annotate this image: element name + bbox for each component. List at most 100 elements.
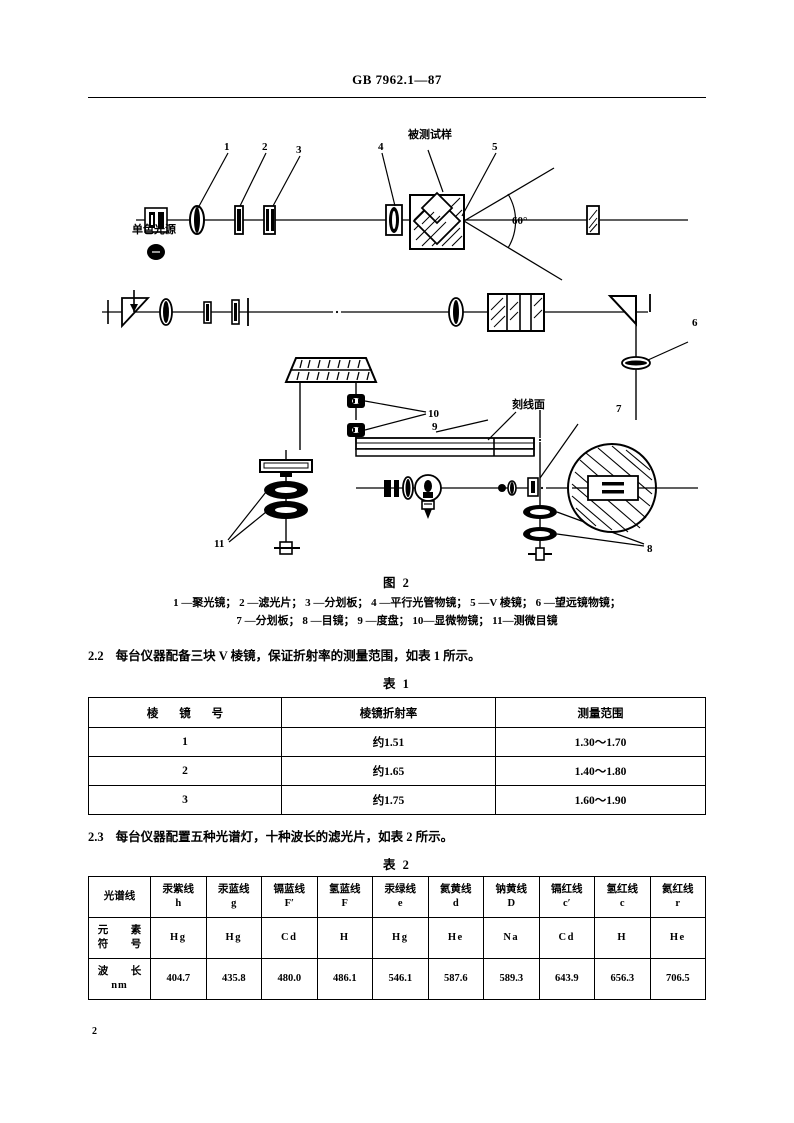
table-2-c4-wavelength: 546.1 xyxy=(372,958,429,1000)
figure-callout-6: 6 xyxy=(692,317,698,329)
table-row: 3 约1.75 1.60～1.90 xyxy=(88,785,706,815)
table-2-c5-wavelength: 587.6 xyxy=(427,958,484,1000)
table-2-label-element-symbol: 元 素 符 号 xyxy=(88,917,151,959)
figure-label-angle: 60° xyxy=(512,215,527,227)
table-1: 棱 镜 号 棱镜折射率 测量范围 1 约1.51 1.30～1.70 2 约1.… xyxy=(88,697,706,815)
table-2-c2-sym: F′ xyxy=(284,898,294,909)
table-1-header-row: 棱 镜 号 棱镜折射率 测量范围 xyxy=(88,697,706,728)
table-2-col-9-name: 氦红线 r xyxy=(649,876,706,918)
table-2-row-element-symbol: 元 素 符 号 Hg Hg Cd H Hg He Na Cd H He xyxy=(88,917,706,959)
table-1-header-refractive-index: 棱镜折射率 xyxy=(281,697,496,728)
table-2: 光谱线 汞紫线 h 汞蓝线 g 镉蓝线 F′ xyxy=(88,876,706,1000)
table-2-col-0-name: 汞紫线 h xyxy=(150,876,207,918)
table-2-title: 表 2 xyxy=(383,858,411,872)
table-2-c9-name: 氦红线 xyxy=(662,883,694,895)
table-2-label-wavelength-l2: nm xyxy=(111,980,128,991)
figure-callout-5: 5 xyxy=(492,141,498,153)
table-row: 2 约1.65 1.40～1.80 xyxy=(88,756,706,786)
table-2-c9-element: He xyxy=(649,917,706,959)
table-2-c5-name: 氦黄线 xyxy=(440,883,472,895)
table-1-r2-c0: 3 xyxy=(88,785,282,815)
figure-label-light-source: 单色光源 xyxy=(132,222,176,236)
figure-legend-line-2: 7 —分划板； 8 —目镜； 9 —度盘； 10—显微物镜； 11—测微目镜 xyxy=(236,615,558,628)
table-2-label-element-l2: 符 号 xyxy=(97,939,148,950)
figure-label-scribed-surface: 刻线面 xyxy=(512,397,545,411)
table-2-c4-name: 汞绿线 xyxy=(384,883,417,895)
table-2-col-6-name: 钠黄线 D xyxy=(483,876,540,918)
table-2-c3-name: 氢蓝线 xyxy=(329,883,361,895)
figure-2-diagram: 1 2 3 4 5 6 7 8 9 10 11 被测试样 单色光源 60° 刻线… xyxy=(88,120,706,565)
table-2-c0-name: 汞紫线 xyxy=(162,883,195,895)
figure-callout-7: 7 xyxy=(616,403,622,415)
table-2-col-1-name: 汞蓝线 g xyxy=(205,876,262,918)
table-2-label-wavelength-l1: 波 长 xyxy=(97,965,148,977)
table-2-c8-wavelength: 656.3 xyxy=(594,958,651,1000)
table-2-c2-wavelength: 480.0 xyxy=(261,958,318,1000)
table-2-col-3-name: 氢蓝线 F xyxy=(316,876,373,918)
table-2-col-8-name: 氢红线 c xyxy=(594,876,651,918)
table-2-c0-element: Hg xyxy=(150,917,207,959)
clause-2-3: 2.3 每台仪器配置五种光谱灯，十种波长的滤光片，如表 2 所示。 xyxy=(88,826,706,845)
table-2-c8-sym: c xyxy=(619,898,625,909)
table-2-c9-sym: r xyxy=(675,898,681,909)
clause-2-3-number: 2.3 xyxy=(88,830,104,844)
table-2-c6-wavelength: 589.3 xyxy=(483,958,540,1000)
table-2-c2-element: Cd xyxy=(261,917,318,959)
figure-legend-line-1: 1 —聚光镜； 2 —滤光片； 3 —分划板； 4 —平行光管物镜； 5 —V … xyxy=(173,597,621,609)
table-2-c5-sym: d xyxy=(452,898,459,909)
figure-caption: 图 2 xyxy=(383,576,411,590)
clause-2-2-text: 每台仪器配备三块 V 棱镜，保证折射率的测量范围，如表 1 所示。 xyxy=(115,649,481,663)
figure-callout-1: 1 xyxy=(224,141,230,153)
standard-number: GB 7962.1—87 xyxy=(352,72,442,87)
table-2-c1-wavelength: 435.8 xyxy=(205,958,262,1000)
clause-2-3-text: 每台仪器配置五种光谱灯，十种波长的滤光片，如表 2 所示。 xyxy=(115,830,454,844)
figure-callout-2: 2 xyxy=(262,141,268,153)
figure-callout-10: 10 xyxy=(428,408,440,420)
table-2-c9-wavelength: 706.5 xyxy=(649,958,706,1000)
table-1-r1-c0: 2 xyxy=(88,756,282,786)
table-2-c0-wavelength: 404.7 xyxy=(150,958,207,1000)
table-row: 1 约1.51 1.30～1.70 xyxy=(88,727,706,757)
table-1-title: 表 1 xyxy=(383,677,411,691)
table-2-c6-name: 钠黄线 xyxy=(495,883,528,895)
figure-callout-3: 3 xyxy=(296,144,302,156)
table-2-c8-element: H xyxy=(594,917,651,959)
table-2-c6-sym: D xyxy=(507,898,516,909)
table-2-c4-sym: e xyxy=(397,898,403,909)
table-2-col-7-name: 镉红线 c′ xyxy=(538,876,595,918)
table-2-c0-sym: h xyxy=(175,898,182,909)
table-2-c7-element: Cd xyxy=(538,917,595,959)
table-2-label-wavelength: 波 长 nm xyxy=(88,958,151,1000)
table-2-row-spectral-line: 光谱线 汞紫线 h 汞蓝线 g 镉蓝线 F′ xyxy=(88,876,706,918)
table-2-col-5-name: 氦黄线 d xyxy=(427,876,484,918)
table-1-r2-c1: 约1.75 xyxy=(281,785,496,815)
header-divider xyxy=(88,97,706,98)
table-2-c1-sym: g xyxy=(231,898,237,909)
table-2-c3-sym: F xyxy=(341,898,348,909)
table-2-c5-element: He xyxy=(427,917,484,959)
table-1-header-prism-no: 棱 镜 号 xyxy=(146,707,233,720)
figure-legend: 1 —聚光镜； 2 —滤光片； 3 —分划板； 4 —平行光管物镜； 5 —V … xyxy=(88,594,706,630)
table-2-c1-name: 汞蓝线 xyxy=(218,883,250,895)
figure-callout-9: 9 xyxy=(432,421,438,433)
table-2-c1-element: Hg xyxy=(205,917,262,959)
table-1-r1-c1: 约1.65 xyxy=(281,756,496,786)
table-2-c3-element: H xyxy=(316,917,373,959)
table-2-c7-wavelength: 643.9 xyxy=(538,958,595,1000)
figure-label-test-sample: 被测试样 xyxy=(408,127,452,141)
table-2-c3-wavelength: 486.1 xyxy=(316,958,373,1000)
table-2-col-4-name: 汞绿线 e xyxy=(372,876,429,918)
table-2-c7-name: 镉红线 xyxy=(551,883,583,895)
table-2-label-spectral-line: 光谱线 xyxy=(88,876,151,918)
figure-callout-11: 11 xyxy=(214,538,224,550)
table-1-r2-c2: 1.60～1.90 xyxy=(495,785,706,815)
table-2-c8-name: 氢红线 xyxy=(606,883,639,895)
table-2-c6-element: Na xyxy=(483,917,540,959)
table-1-r0-c1: 约1.51 xyxy=(281,727,496,757)
page-header: GB 7962.1—87 xyxy=(88,72,706,88)
table-1-r1-c2: 1.40～1.80 xyxy=(495,756,706,786)
figure-callout-8: 8 xyxy=(647,543,653,555)
table-1-r0-c2: 1.30～1.70 xyxy=(495,727,706,757)
